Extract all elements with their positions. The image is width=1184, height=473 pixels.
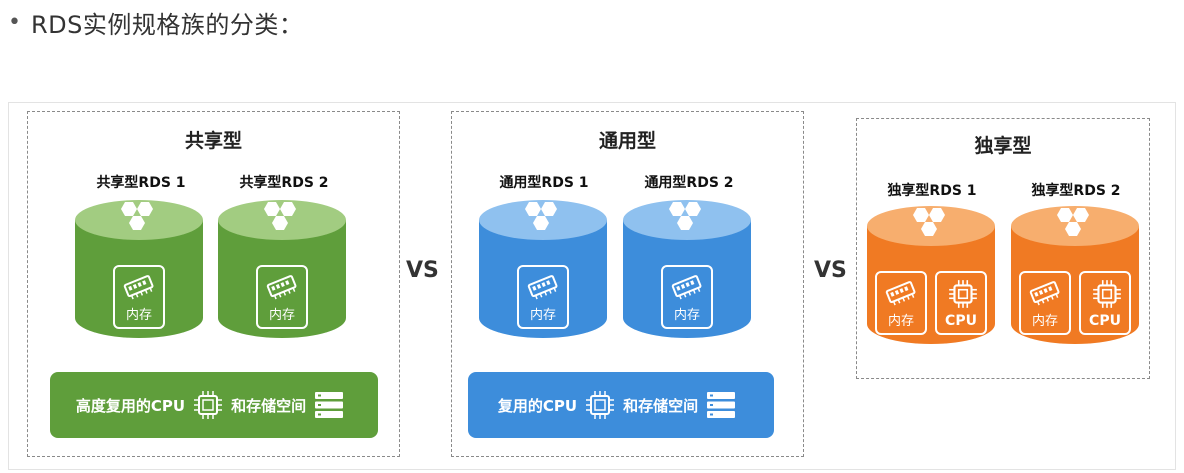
general-bar-cpu-text: 复用的CPU [497, 396, 578, 415]
bullet: • [8, 9, 21, 35]
shared-rds-2-cylinder: 内存 [218, 198, 346, 338]
alibaba-cloud-logo-icon [669, 202, 701, 230]
memory-label: 内存 [673, 308, 700, 323]
shared-bar-storage-text: 和存储空间 [231, 396, 307, 415]
cpu-label: CPU [1089, 313, 1121, 329]
shared-rds-2-label: 共享型RDS 2 [239, 175, 329, 191]
memory-chip: 内存 [517, 265, 569, 329]
alibaba-cloud-logo-icon [264, 202, 296, 230]
vs-label-2: VS [814, 258, 847, 283]
dedicated-group-title: 独享型 [974, 135, 1032, 157]
memory-module-icon [123, 275, 154, 300]
shared-group-title: 共享型 [184, 130, 242, 152]
memory-label: 内存 [268, 308, 295, 323]
cpu-icon [585, 390, 615, 420]
memory-module-icon [671, 275, 702, 300]
memory-module-icon [1029, 281, 1060, 306]
general-group-title: 通用型 [598, 130, 656, 152]
memory-label: 内存 [887, 314, 914, 329]
memory-chip: 内存 [875, 271, 927, 335]
memory-module-icon [527, 275, 558, 300]
dedicated-rds-2-label: 独享型RDS 2 [1031, 183, 1121, 199]
alibaba-cloud-logo-icon [121, 202, 153, 230]
shared-bar-cpu-text: 高度复用的CPU [75, 396, 186, 415]
slide-header: • RDS实例规格族的分类： [8, 4, 303, 40]
memory-label: 内存 [529, 308, 556, 323]
shared-rds-1-label: 共享型RDS 1 [96, 175, 186, 191]
general-rds-1-label: 通用型RDS 1 [499, 175, 589, 191]
memory-chip: 内存 [113, 265, 165, 329]
shared-rds-1-cylinder: 内存 [75, 198, 203, 338]
shared-group-box: 共享型 [27, 111, 400, 457]
memory-chip: 内存 [1019, 271, 1071, 335]
dedicated-group-box: 独享型 [856, 118, 1150, 379]
alibaba-cloud-logo-icon [1057, 208, 1089, 236]
memory-chip: 内存 [256, 265, 308, 329]
general-rds-2-label: 通用型RDS 2 [644, 175, 734, 191]
general-group-box: 通用型 [451, 111, 804, 457]
memory-label: 内存 [125, 308, 152, 323]
memory-module-icon [885, 281, 916, 306]
general-rds-1-cylinder: 内存 [479, 198, 607, 338]
memory-chip: 内存 [661, 265, 713, 329]
general-rds-2-cylinder: 内存 [623, 198, 751, 338]
shared-resource-bar: 高度复用的CPU 和存储空间 [50, 372, 378, 438]
cpu-icon [949, 280, 977, 308]
vs-label-1: VS [406, 258, 439, 283]
cpu-icon [193, 390, 223, 420]
server-storage-icon [706, 391, 736, 419]
memory-label: 内存 [1031, 314, 1058, 329]
dedicated-rds-1-cylinder: 内存 CPU [867, 204, 995, 344]
alibaba-cloud-logo-icon [525, 202, 557, 230]
memory-module-icon [266, 275, 297, 300]
dedicated-rds-2-cylinder: 内存 CPU [1011, 204, 1139, 344]
alibaba-cloud-logo-icon [913, 208, 945, 236]
cpu-label: CPU [945, 313, 977, 329]
cpu-chip: CPU [935, 271, 987, 335]
figure-frame [8, 102, 1176, 470]
page-title: RDS实例规格族的分类： [30, 10, 304, 39]
cpu-icon [1093, 280, 1121, 308]
server-storage-icon [314, 391, 344, 419]
dedicated-rds-1-label: 独享型RDS 1 [887, 183, 977, 199]
general-resource-bar: 复用的CPU 和存储空间 [468, 372, 774, 438]
cpu-chip: CPU [1079, 271, 1131, 335]
general-bar-storage-text: 和存储空间 [623, 396, 699, 415]
